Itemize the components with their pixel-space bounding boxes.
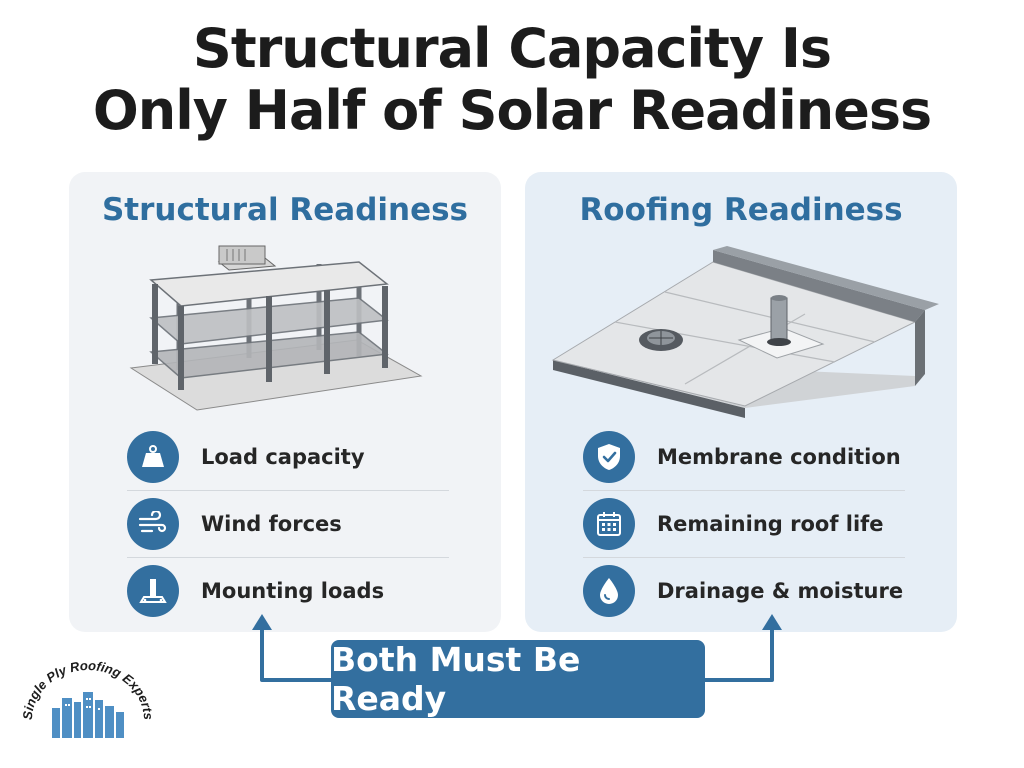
title-line-1: Structural Capacity Is bbox=[192, 17, 832, 80]
membrane-condition-label: Membrane condition bbox=[657, 445, 901, 469]
list-item-mounting-loads: Mounting loads bbox=[127, 558, 449, 624]
calendar-icon bbox=[583, 498, 635, 550]
drainage-moisture-label: Drainage & moisture bbox=[657, 579, 904, 603]
mounting-loads-label: Mounting loads bbox=[201, 579, 385, 603]
roofing-items-list: Membrane condition Remaining roof life bbox=[583, 424, 905, 624]
weight-icon bbox=[127, 431, 179, 483]
list-item-wind-forces: Wind forces bbox=[127, 491, 449, 558]
list-item-membrane-condition: Membrane condition bbox=[583, 424, 905, 491]
company-logo: Single Ply Roofing Experts bbox=[18, 650, 158, 754]
list-item-drainage-moisture: Drainage & moisture bbox=[583, 558, 905, 624]
wind-forces-label: Wind forces bbox=[201, 512, 342, 536]
remaining-roof-life-label: Remaining roof life bbox=[657, 512, 884, 536]
list-item-load-capacity: Load capacity bbox=[127, 424, 449, 491]
water-drop-icon bbox=[583, 565, 635, 617]
roofing-readiness-panel: Roofing Readiness bbox=[525, 172, 957, 632]
wind-icon bbox=[127, 498, 179, 550]
structural-items-list: Load capacity Wind forces M bbox=[127, 424, 449, 624]
page-title: Structural Capacity Is Only Half of Sola… bbox=[0, 18, 1024, 142]
roofing-readiness-heading: Roofing Readiness bbox=[579, 192, 903, 228]
roof-membrane-illustration bbox=[551, 246, 939, 418]
building-frame-illustration bbox=[129, 245, 423, 411]
load-capacity-label: Load capacity bbox=[201, 445, 365, 469]
both-must-be-ready-banner: Both Must Be Ready bbox=[331, 640, 705, 718]
list-item-remaining-roof-life: Remaining roof life bbox=[583, 491, 905, 558]
shield-check-icon bbox=[583, 431, 635, 483]
mount-post-icon bbox=[127, 565, 179, 617]
title-line-2: Only Half of Solar Readiness bbox=[92, 79, 932, 142]
structural-readiness-heading: Structural Readiness bbox=[101, 192, 469, 228]
structural-readiness-panel: Structural Readiness bbox=[69, 172, 501, 632]
